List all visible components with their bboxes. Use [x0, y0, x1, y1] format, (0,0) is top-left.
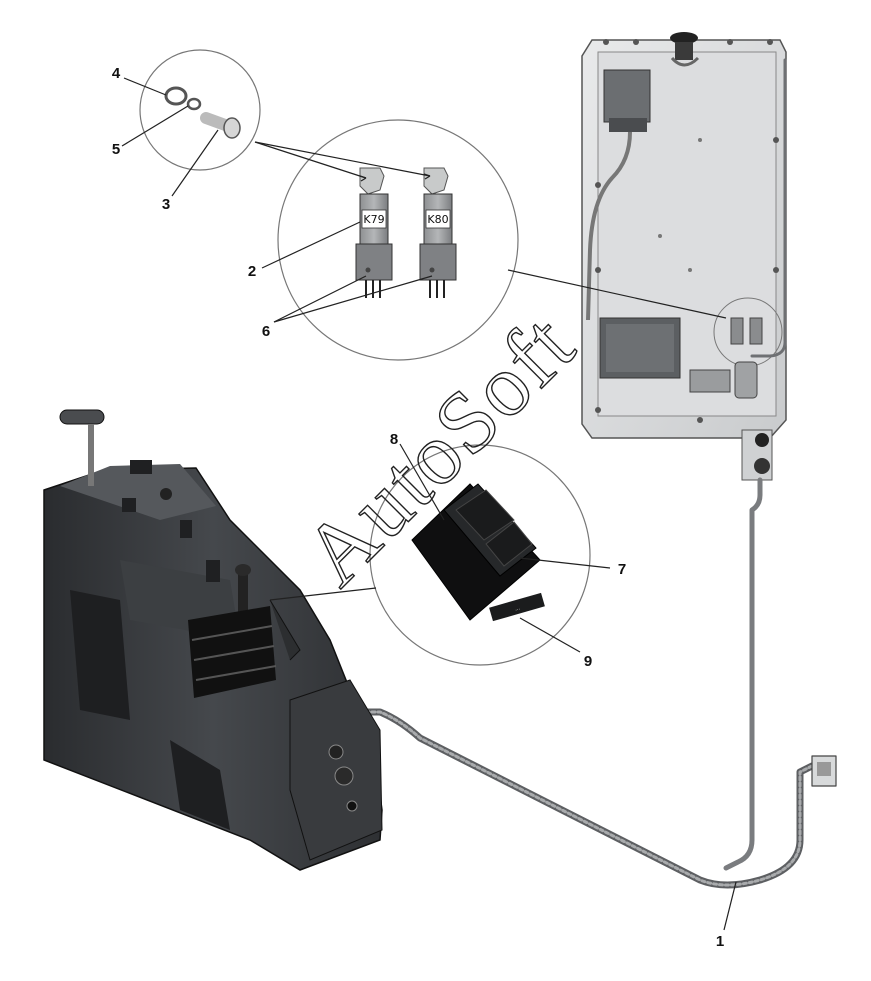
relay-k79-label: K79	[363, 213, 384, 226]
callout-7: 7	[618, 561, 626, 578]
cable-harness	[356, 58, 837, 889]
callout-5: 5	[112, 141, 120, 158]
detail-circle-relays: K79 K80	[277, 119, 519, 361]
relay-k79: K79	[355, 167, 393, 298]
callout-1: 1	[716, 933, 724, 950]
callout-4: 4	[112, 65, 121, 82]
callout-2: 2	[248, 263, 256, 280]
control-console	[43, 409, 383, 871]
leader-lines	[121, 77, 737, 931]
electrical-panel	[581, 32, 787, 481]
relay-k80: K80	[419, 167, 457, 298]
detail-circle-fasteners	[139, 49, 261, 171]
detail-circle-switch: ...	[369, 444, 591, 666]
relay-k80-label: K80	[427, 213, 448, 226]
callout-8: 8	[390, 431, 398, 448]
callout-numbers: 1 2 3 4 5 6 7 8 9	[112, 65, 724, 950]
switch-label: ...	[514, 605, 521, 612]
callout-6: 6	[262, 323, 270, 340]
callout-3: 3	[162, 196, 170, 213]
callout-9: 9	[584, 653, 592, 670]
